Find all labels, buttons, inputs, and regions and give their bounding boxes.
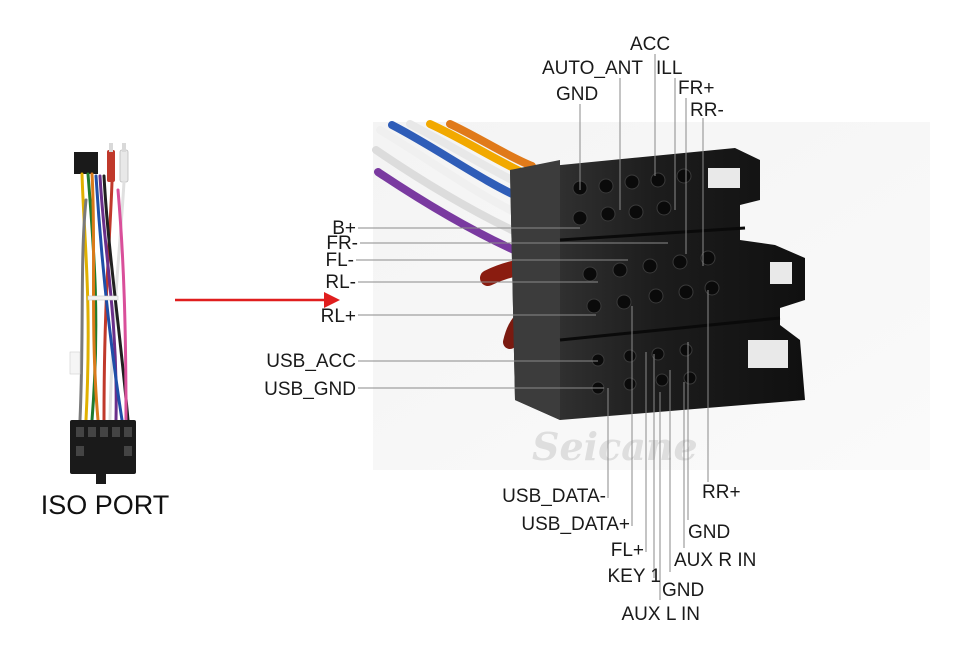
label-acc: ACC [630,34,670,55]
label-rr-minus: RR- [690,100,724,121]
label-gnd-bottom-1: GND [662,580,704,601]
label-fr-plus: FR+ [678,78,714,99]
watermark-logo: Seicane [532,424,698,469]
label-rl-minus: RL- [325,272,356,293]
label-usb-data-plus: USB_DATA+ [521,514,630,535]
label-auto-ant: AUTO_ANT [542,58,643,79]
wire-harness-image [69,143,136,484]
harness-tie [87,295,119,301]
label-rr-plus: RR+ [702,482,741,503]
label-aux-r-in: AUX R IN [674,550,756,571]
harness-top-connector [74,152,98,174]
harness-wires [78,172,130,422]
rca-plugs [107,143,129,183]
harness-iso-connector-pins [76,427,132,456]
red-arrow-icon [175,292,340,308]
harness-tag [69,351,81,375]
label-usb-acc: USB_ACC [266,351,356,372]
label-key-1: KEY 1 [607,566,661,587]
pin-labels-bottom: USB_DATA- USB_DATA+ FL+ KEY 1 AUX L IN G… [502,482,756,625]
label-fl-minus: FL- [326,250,355,271]
label-gnd-top: GND [556,84,598,105]
label-gnd-bottom-2: GND [688,522,730,543]
label-b-plus: B+ [332,218,356,239]
label-fr-minus: FR- [326,233,358,254]
label-fl-plus: FL+ [611,540,644,561]
pin-labels-left: B+ FR- FL- RL- RL+ USB_ACC USB_GND [264,218,358,400]
label-aux-l-in: AUX L IN [622,604,701,625]
pin-labels-top: ACC AUTO_ANT ILL GND FR+ RR- [542,34,724,121]
label-ill: ILL [656,58,682,79]
iso-port-title: ISO PORT [41,490,170,520]
leader-lines [356,54,709,600]
label-rl-plus: RL+ [321,306,356,327]
connector-photo: Seicane [372,120,930,470]
label-usb-data-minus: USB_DATA- [502,486,606,507]
label-usb-gnd: USB_GND [264,379,356,400]
